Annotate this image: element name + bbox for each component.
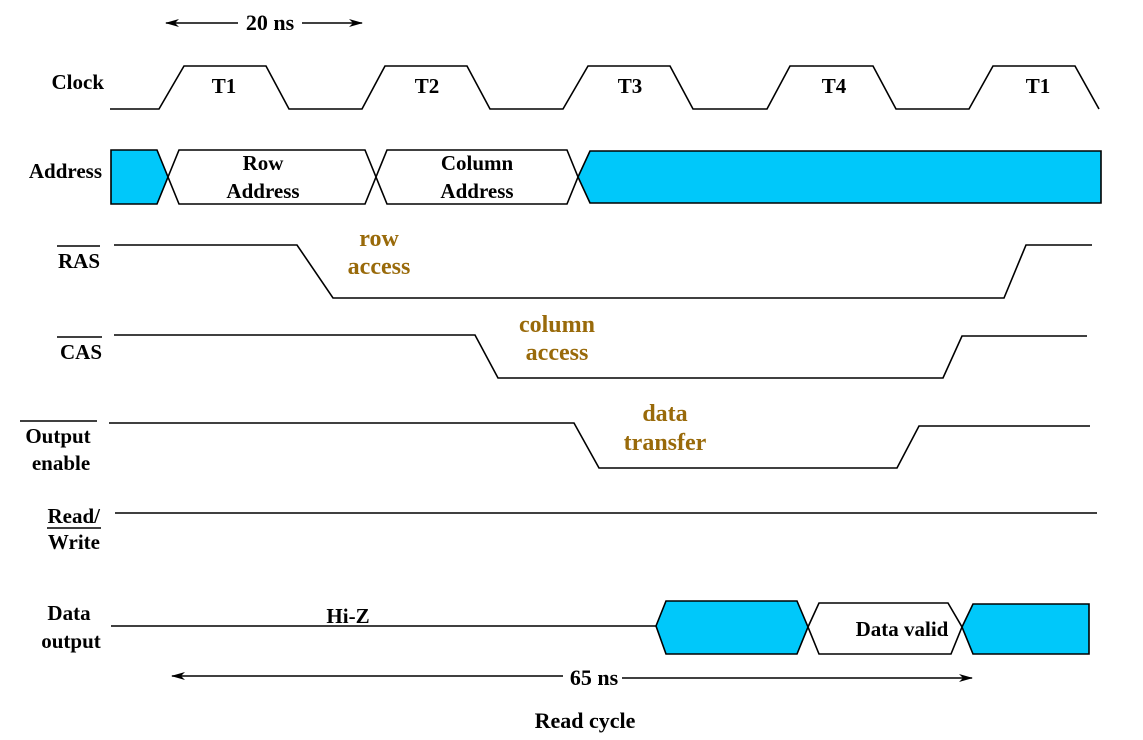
cas-signal: CAS column access [57, 312, 1087, 379]
data-valid-label: Data valid [856, 617, 949, 641]
clock-phase-t3: T3 [618, 74, 643, 98]
column-access-line1: column [519, 312, 595, 338]
hiz-label: Hi-Z [326, 604, 369, 628]
output-enable-label-line2: enable [32, 451, 90, 475]
clock-phase-t1-next: T1 [1026, 74, 1051, 98]
cas-waveform [114, 334, 1087, 379]
address-signal: Address Row Address Column Address [29, 149, 1102, 205]
clock-waveform [110, 65, 1100, 110]
column-access-line2: access [526, 340, 589, 366]
data-output-trailing-segment [961, 603, 1090, 655]
data-output-signal: Data output Hi-Z Data valid [41, 600, 1090, 655]
read-write-label-line1: Read/ [48, 504, 102, 528]
row-address-line1: Row [243, 151, 285, 175]
diagram-caption: Read cycle [535, 708, 636, 733]
address-invalid-start [110, 149, 169, 205]
clock-phase-t2: T2 [415, 74, 440, 98]
row-access-line2: access [348, 254, 411, 280]
read-cycle-duration: 65 ns [570, 665, 619, 690]
row-access-line1: row [359, 226, 399, 252]
read-write-signal: Read/ Write [47, 504, 1097, 554]
column-address-line1: Column [441, 151, 514, 175]
output-enable-waveform [109, 422, 1090, 469]
column-address-line2: Address [440, 179, 513, 203]
data-output-label-line2: output [41, 629, 101, 653]
address-label: Address [29, 159, 102, 183]
row-address-line2: Address [226, 179, 299, 203]
clock-signal: Clock T1 T2 T3 T4 T1 [52, 65, 1100, 110]
clock-period-label: 20 ns [246, 10, 295, 35]
clock-period-dimension: 20 ns [165, 10, 363, 35]
read-cycle-dimension: 65 ns [171, 665, 973, 690]
ras-signal: RAS row access [57, 226, 1092, 299]
cas-label: CAS [60, 340, 102, 364]
ras-label: RAS [58, 249, 100, 273]
ras-waveform [114, 244, 1092, 299]
read-write-label-line2: Write [48, 530, 100, 554]
output-enable-signal: Output enable data transfer [20, 401, 1090, 475]
clock-phase-t1: T1 [212, 74, 237, 98]
clock-phase-t4: T4 [822, 74, 847, 98]
address-invalid-end [577, 150, 1102, 204]
data-output-label-line1: Data [47, 601, 91, 625]
clock-label: Clock [52, 70, 105, 94]
data-transfer-line1: data [642, 401, 687, 427]
data-transfer-line2: transfer [624, 430, 707, 456]
data-output-invalid-segment [655, 600, 809, 655]
output-enable-label-line1: Output [25, 424, 90, 448]
